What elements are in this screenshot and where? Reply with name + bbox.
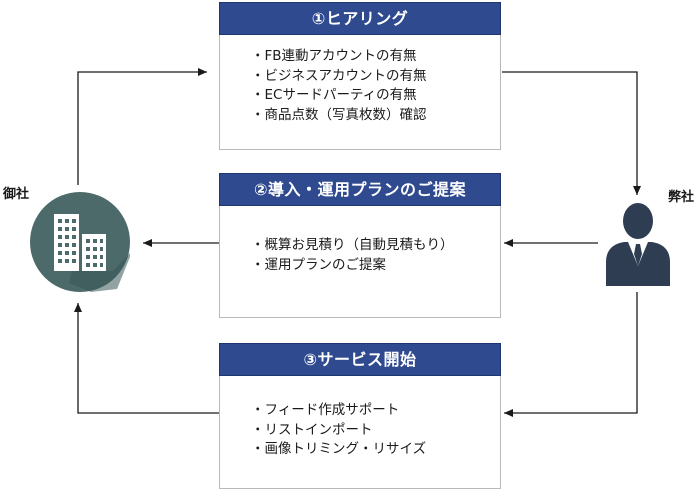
arrow-hearing-to-company: [502, 71, 641, 195]
list-item: ・FB連動アカウントの有無: [251, 48, 417, 64]
list-item: ・ビジネスアカウントの有無: [251, 67, 427, 84]
company-label: 弊社: [668, 190, 695, 205]
step-proposal: ②導入・運用プランのご提案 ・概算お見積り（自動見積もり） ・運用プランのご提案: [219, 173, 501, 318]
arrow-start-to-client: [74, 303, 219, 414]
list-item: ・運用プランのご提案: [251, 256, 386, 273]
arrow-client-to-hearing: [77, 68, 207, 185]
list-item: ・概算お見積り（自動見積もり）: [251, 237, 454, 253]
office-building-icon: [30, 192, 130, 292]
list-item: ・フィード作成サポート: [251, 402, 400, 418]
step-service-start: ③サービス開始 ・フィード作成サポート ・リストインポート ・画像トリミング・リ…: [219, 343, 501, 489]
step-hearing-list: ・FB連動アカウントの有無 ・ビジネスアカウントの有無 ・ECサードパーティの有…: [220, 35, 500, 125]
arrow-company-to-start: [504, 292, 638, 417]
step-service-start-title: ③サービス開始: [219, 343, 501, 376]
list-item: ・ECサードパーティの有無: [251, 87, 417, 103]
step-service-start-list: ・フィード作成サポート ・リストインポート ・画像トリミング・リサイズ: [220, 376, 500, 460]
step-hearing-title: ①ヒアリング: [219, 2, 501, 35]
client-label: 御社: [3, 187, 30, 202]
businessman-icon: [606, 203, 670, 286]
list-item: ・リストインポート: [251, 421, 373, 438]
list-item: ・画像トリミング・リサイズ: [251, 441, 427, 457]
list-item: ・商品点数（写真枚数）確認: [251, 106, 427, 123]
step-proposal-list: ・概算お見積り（自動見積もり） ・運用プランのご提案: [220, 206, 500, 275]
step-proposal-title: ②導入・運用プランのご提案: [219, 173, 501, 206]
step-hearing: ①ヒアリング ・FB連動アカウントの有無 ・ビジネスアカウントの有無 ・ECサー…: [219, 2, 501, 150]
